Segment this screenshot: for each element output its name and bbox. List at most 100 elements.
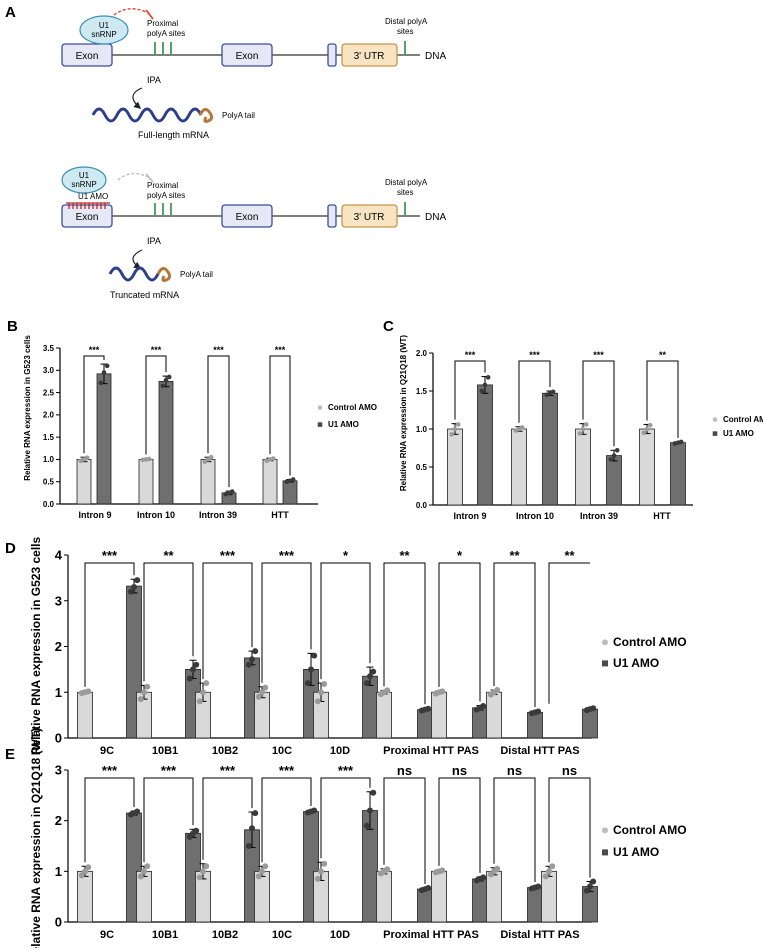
bar-u1-amo [472, 878, 488, 923]
x-tick-label: 10B2 [212, 929, 238, 941]
legend-label: U1 AMO [328, 420, 359, 429]
x-tick-label: 10B1 [152, 929, 178, 941]
u1-amo-oligo [66, 202, 110, 209]
replicate-point [208, 454, 214, 460]
exon-2-top [221, 43, 273, 67]
exon-2-bottom [221, 204, 273, 228]
replicate-point [137, 873, 144, 880]
x-tick-label: 10C [272, 929, 292, 941]
polya-tail-bottom [156, 267, 172, 282]
significance-bracket [207, 355, 230, 488]
u1-top-label-1: U1 [99, 21, 110, 30]
exon-2-top-label: Exon [236, 51, 259, 62]
legend-label: U1 AMO [723, 429, 754, 438]
replicate-point [439, 688, 446, 695]
bar-u1-amo [417, 888, 433, 923]
bar-control-amo [376, 870, 392, 923]
distal-label-bottom-2: sites [397, 188, 413, 197]
legend-label: Control AMO [613, 635, 687, 649]
replicate-point [479, 388, 485, 394]
significance-label: *** [275, 345, 286, 355]
y-tick-label: 1 [55, 685, 62, 700]
y-tick-label: 1.5 [416, 387, 428, 396]
chart-b: 0.00.51.01.52.02.53.03.5************Intr… [43, 344, 377, 520]
significance-bracket [143, 777, 194, 863]
bar-control-amo [136, 870, 152, 923]
legend-marker-control [602, 827, 608, 834]
replicate-point [193, 827, 200, 834]
significance-bracket [261, 562, 312, 683]
replicate-point [131, 584, 137, 591]
significance-label: *** [279, 548, 295, 563]
replicate-point [160, 383, 166, 389]
proximal-label-bottom-2: polyA sites [147, 191, 185, 200]
replicate-point [321, 681, 328, 688]
bar-control-amo [431, 870, 447, 923]
replicate-point [590, 878, 597, 885]
replicate-point [363, 680, 370, 687]
inhibit-bar-bottom [145, 173, 154, 183]
replicate-point [98, 380, 104, 386]
replicate-point [311, 652, 318, 659]
significance-bracket [84, 777, 135, 863]
bar-control-amo [639, 428, 655, 506]
x-tick-label: 10B1 [152, 745, 178, 757]
exon-2-bottom-label: Exon [236, 212, 259, 223]
utr-top [341, 43, 398, 67]
bar-control-amo [254, 691, 270, 739]
replicate-point [78, 872, 85, 879]
bar-control-amo [138, 459, 154, 505]
bar-control-amo [77, 870, 93, 923]
bar-control-amo [200, 459, 216, 505]
significance-bracket [320, 777, 371, 859]
replicate-point [290, 477, 296, 482]
x-tick-label: Intron 9 [79, 510, 112, 520]
replicate-point [542, 873, 549, 880]
dna-bottom-label: DNA [425, 212, 446, 223]
replicate-point [425, 885, 432, 892]
replicate-point [641, 430, 647, 436]
y-tick-label: 0.5 [416, 463, 428, 472]
panel-d-letter: D [5, 540, 16, 557]
y-tick-label: 1.0 [43, 455, 55, 464]
significance-bracket [202, 562, 253, 680]
significance-label: *** [213, 345, 224, 355]
significance-label: *** [102, 763, 118, 778]
significance-label: *** [151, 345, 162, 355]
x-tick-label: Distal HTT PAS [500, 745, 579, 757]
replicate-point [644, 426, 650, 432]
replicate-point [144, 863, 151, 870]
proximal-label-top-1: Proximal [147, 19, 178, 28]
replicate-point [137, 696, 144, 703]
replicate-point [308, 666, 314, 673]
replicate-point [141, 689, 147, 696]
significance-bracket [438, 777, 481, 873]
y-tick-label: 0.0 [416, 501, 428, 510]
y-tick-label: 2.5 [43, 388, 55, 397]
bar-u1-amo [582, 708, 598, 739]
significance-label: ** [564, 548, 575, 563]
replicate-point [249, 656, 255, 663]
gene-diagram-top: Exon Exon 3' UTR DNA Proximal polyA site… [61, 8, 446, 140]
replicate-point [127, 588, 134, 595]
replicate-point [384, 866, 391, 873]
replicate-point [262, 863, 269, 870]
replicate-point [546, 868, 552, 875]
x-tick-label: HTT [653, 511, 671, 521]
significance-bracket [202, 777, 253, 860]
utr-bottom [341, 204, 398, 228]
exon-1-top-label: Exon [76, 51, 99, 62]
replicate-point [85, 688, 92, 695]
replicate-point [535, 708, 542, 715]
legend-marker-u1 [602, 660, 608, 667]
x-tick-label: 10C [272, 745, 292, 757]
replicate-point [587, 883, 593, 890]
replicate-point [202, 459, 208, 464]
replicate-point [577, 431, 583, 436]
y-tick-label: 3.0 [43, 366, 55, 375]
bar-u1-amo [282, 480, 298, 505]
bar-u1-amo [670, 442, 686, 506]
